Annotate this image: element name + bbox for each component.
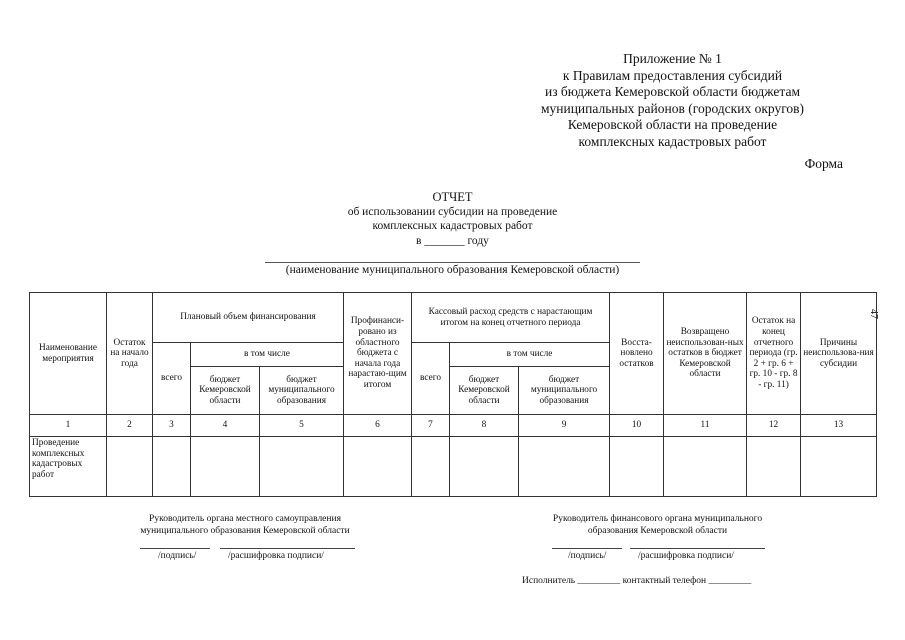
header-balance-end: Остаток на конец отчетного периода (гр. … bbox=[746, 292, 802, 415]
form-label: Форма bbox=[804, 156, 843, 171]
header-cash: Кассовый расход средств с нарастающим ит… bbox=[410, 292, 611, 343]
table-cell[interactable] bbox=[343, 436, 412, 497]
right-sign-label: /подпись/ bbox=[568, 551, 607, 561]
right-decode-label: /расшифровка подписи/ bbox=[638, 551, 734, 561]
right-signature-caption: Руководитель финансового органа муниципа… bbox=[505, 514, 810, 537]
left-sign-label: /подпись/ bbox=[158, 551, 197, 561]
header-planned-including: в том числе bbox=[190, 342, 344, 367]
header-cash-total: всего bbox=[411, 342, 450, 415]
column-number: 3 bbox=[152, 414, 191, 437]
appendix-line: Приложение № 1 bbox=[623, 51, 722, 66]
right-decode-line bbox=[630, 548, 765, 549]
left-signature-line1: Руководитель органа местного самоуправле… bbox=[149, 514, 341, 524]
column-number: 10 bbox=[609, 414, 665, 437]
header-prefinanced: Профинанси-ровано из областного бюджета … bbox=[343, 292, 412, 415]
header-name: Наименование мероприятия bbox=[29, 292, 107, 415]
executor-line: Исполнитель _________ контактный телефон… bbox=[522, 576, 752, 586]
table-cell[interactable] bbox=[517, 436, 611, 497]
table-cell[interactable] bbox=[259, 436, 344, 497]
header-cash-regional: бюджет Кемеровской области bbox=[449, 366, 519, 415]
column-number: 7 bbox=[411, 414, 450, 437]
report-title-block: ОТЧЕТ об использовании субсидии на прове… bbox=[300, 190, 605, 248]
header-restored: Восста-новлено остатков bbox=[609, 292, 665, 415]
header-cash-municipal: бюджет муниципального образования bbox=[517, 366, 611, 415]
report-year-line: в _______ году bbox=[416, 234, 489, 247]
column-number: 13 bbox=[800, 414, 878, 437]
right-sign-line bbox=[552, 548, 622, 549]
left-decode-line bbox=[220, 548, 355, 549]
right-signature-line2: образования Кемеровской области bbox=[587, 525, 728, 536]
header-balance-start: Остаток на начало года bbox=[106, 292, 153, 415]
column-number: 8 bbox=[449, 414, 519, 437]
table-cell[interactable] bbox=[663, 436, 748, 497]
table-cell[interactable] bbox=[746, 436, 802, 497]
left-signature-caption: Руководитель органа местного самоуправле… bbox=[105, 514, 385, 537]
appendix-line: к Правилам предоставления субсидий bbox=[562, 67, 783, 83]
header-reasons: Причины неиспользова-ния субсидии bbox=[800, 292, 878, 415]
right-signature-line1: Руководитель финансового органа муниципа… bbox=[552, 514, 763, 524]
table-cell[interactable] bbox=[800, 436, 878, 497]
table-cell[interactable] bbox=[152, 436, 191, 497]
left-decode-label: /расшифровка подписи/ bbox=[228, 551, 324, 561]
left-sign-line bbox=[140, 548, 210, 549]
table-cell[interactable] bbox=[449, 436, 519, 497]
header-planned-total: всего bbox=[152, 342, 191, 415]
column-number: 4 bbox=[190, 414, 260, 437]
table-row: Проведение комплексных кадастровых работ bbox=[29, 436, 878, 497]
row-name: Проведение комплексных кадастровых работ bbox=[29, 436, 107, 497]
org-caption: (наименование муниципального образования… bbox=[285, 264, 620, 276]
column-number-row: 1 2 3 4 5 6 7 8 9 10 11 12 13 bbox=[29, 414, 878, 437]
header-planned-municipal: бюджет муниципального образования bbox=[259, 366, 344, 415]
column-number: 1 bbox=[29, 414, 107, 437]
column-number: 11 bbox=[663, 414, 748, 437]
table-cell[interactable] bbox=[411, 436, 450, 497]
column-number: 5 bbox=[259, 414, 344, 437]
report-subtitle: об использовании субсидии на проведение bbox=[347, 205, 558, 218]
appendix-line: из бюджета Кемеровской области бюджетам bbox=[544, 84, 801, 99]
appendix-line: Кемеровской области на проведение bbox=[567, 117, 778, 132]
header-returned: Возвращено неиспользован-ных остатков в … bbox=[663, 292, 748, 415]
org-name-line bbox=[265, 262, 640, 263]
header-planned: Плановый объем финансирования bbox=[152, 292, 344, 343]
report-table: Наименование мероприятия Остаток на нача… bbox=[29, 292, 878, 497]
column-number: 6 bbox=[343, 414, 412, 437]
report-title: ОТЧЕТ bbox=[432, 190, 473, 204]
table-cell[interactable] bbox=[609, 436, 665, 497]
header-planned-regional: бюджет Кемеровской области bbox=[190, 366, 260, 415]
table-cell[interactable] bbox=[106, 436, 153, 497]
appendix-line: муниципальных районов (городских округов… bbox=[540, 100, 805, 116]
column-number: 9 bbox=[517, 414, 611, 437]
appendix-header: Приложение № 1 к Правилам предоставления… bbox=[500, 51, 845, 150]
header-cash-including: в том числе bbox=[448, 342, 611, 367]
table-cell[interactable] bbox=[190, 436, 260, 497]
report-subtitle: комплексных кадастровых работ bbox=[372, 220, 533, 232]
left-signature-line2: муниципального образования Кемеровской о… bbox=[140, 525, 350, 536]
appendix-line: комплексных кадастровых работ bbox=[578, 133, 767, 149]
column-number: 2 bbox=[106, 414, 153, 437]
column-number: 12 bbox=[746, 414, 802, 437]
